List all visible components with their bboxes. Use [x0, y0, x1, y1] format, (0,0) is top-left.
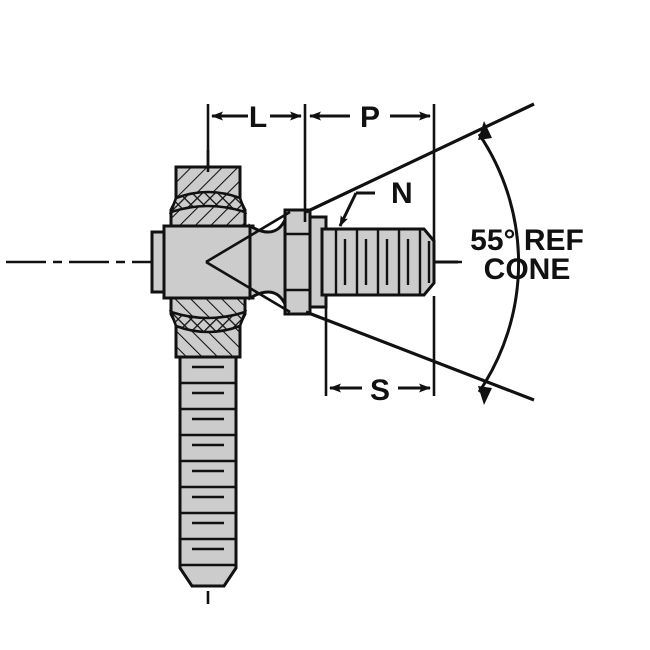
dim-label-S: S	[370, 374, 390, 407]
liner-lower	[168, 309, 248, 334]
horizontal-threaded-shank	[320, 227, 436, 297]
hex-flange	[283, 208, 328, 316]
angle-arrow-lower	[478, 386, 492, 405]
dim-label-P: P	[360, 101, 380, 134]
internal-cone-lines	[205, 210, 291, 314]
dim-label-L: L	[249, 101, 267, 134]
liner-upper	[168, 190, 248, 215]
dimension-L-P: L P	[206, 101, 436, 242]
spherical-bearing-liner	[168, 190, 248, 334]
leader-N: N	[338, 177, 413, 227]
dimension-S: S	[324, 296, 436, 407]
cone-angle-annotation: 55° REF CONE	[305, 102, 584, 405]
leader-label-N: N	[391, 177, 413, 210]
stud-left-face	[150, 230, 166, 294]
leader-N-pointer	[338, 192, 358, 227]
cone-projection-lower	[305, 310, 535, 402]
cone-angle-value: 55° REF	[470, 224, 584, 257]
cone-projection-upper	[305, 102, 535, 214]
cone-angle-word: CONE	[484, 253, 571, 286]
angle-arrow-upper	[478, 121, 492, 140]
flange-body	[283, 208, 312, 316]
vertical-threaded-shank	[178, 298, 238, 588]
ball-stud-body	[150, 224, 255, 300]
horizontal-thread-lines	[334, 229, 431, 295]
angle-arc	[477, 133, 521, 393]
